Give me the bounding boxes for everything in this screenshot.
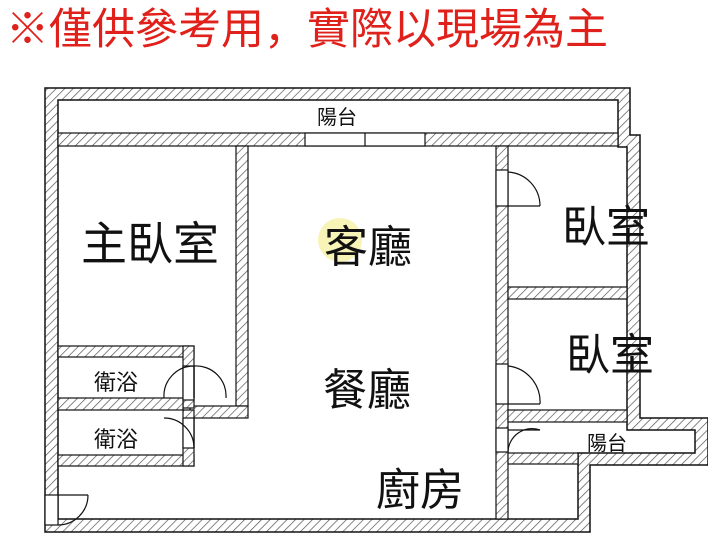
door-entrance (44, 494, 89, 526)
door-bedroom-1 (495, 169, 541, 207)
disclaimer-notice: ※僅供參考用，實際以現場為主 (6, 5, 608, 55)
balcony-right-wall (507, 452, 579, 465)
bathroom-divider (57, 397, 184, 411)
label-balcony-right: 陽台 (587, 431, 627, 455)
door-balcony-right (495, 427, 541, 453)
bedrooms-wall (495, 145, 509, 520)
watermark-logo (318, 218, 362, 262)
label-living-room: 客廳 (324, 222, 412, 273)
door-bathroom-1 (163, 365, 227, 401)
exterior-wall (44, 87, 708, 533)
label-master-bedroom: 主臥室 (81, 217, 219, 271)
label-bedroom-2: 臥室 (566, 330, 654, 381)
door-bedroom-2 (495, 363, 541, 405)
label-bathroom-1: 衛浴 (94, 371, 138, 396)
label-bathroom-2: 衛浴 (94, 428, 138, 453)
label-bedroom-1: 臥室 (562, 202, 650, 253)
label-dining-room: 餐廳 (323, 365, 411, 416)
door-bathroom-2 (163, 417, 195, 449)
bedroom-divider (507, 286, 628, 300)
label-balcony-top: 陽台 (317, 105, 357, 129)
label-kitchen: 廚房 (376, 465, 464, 516)
